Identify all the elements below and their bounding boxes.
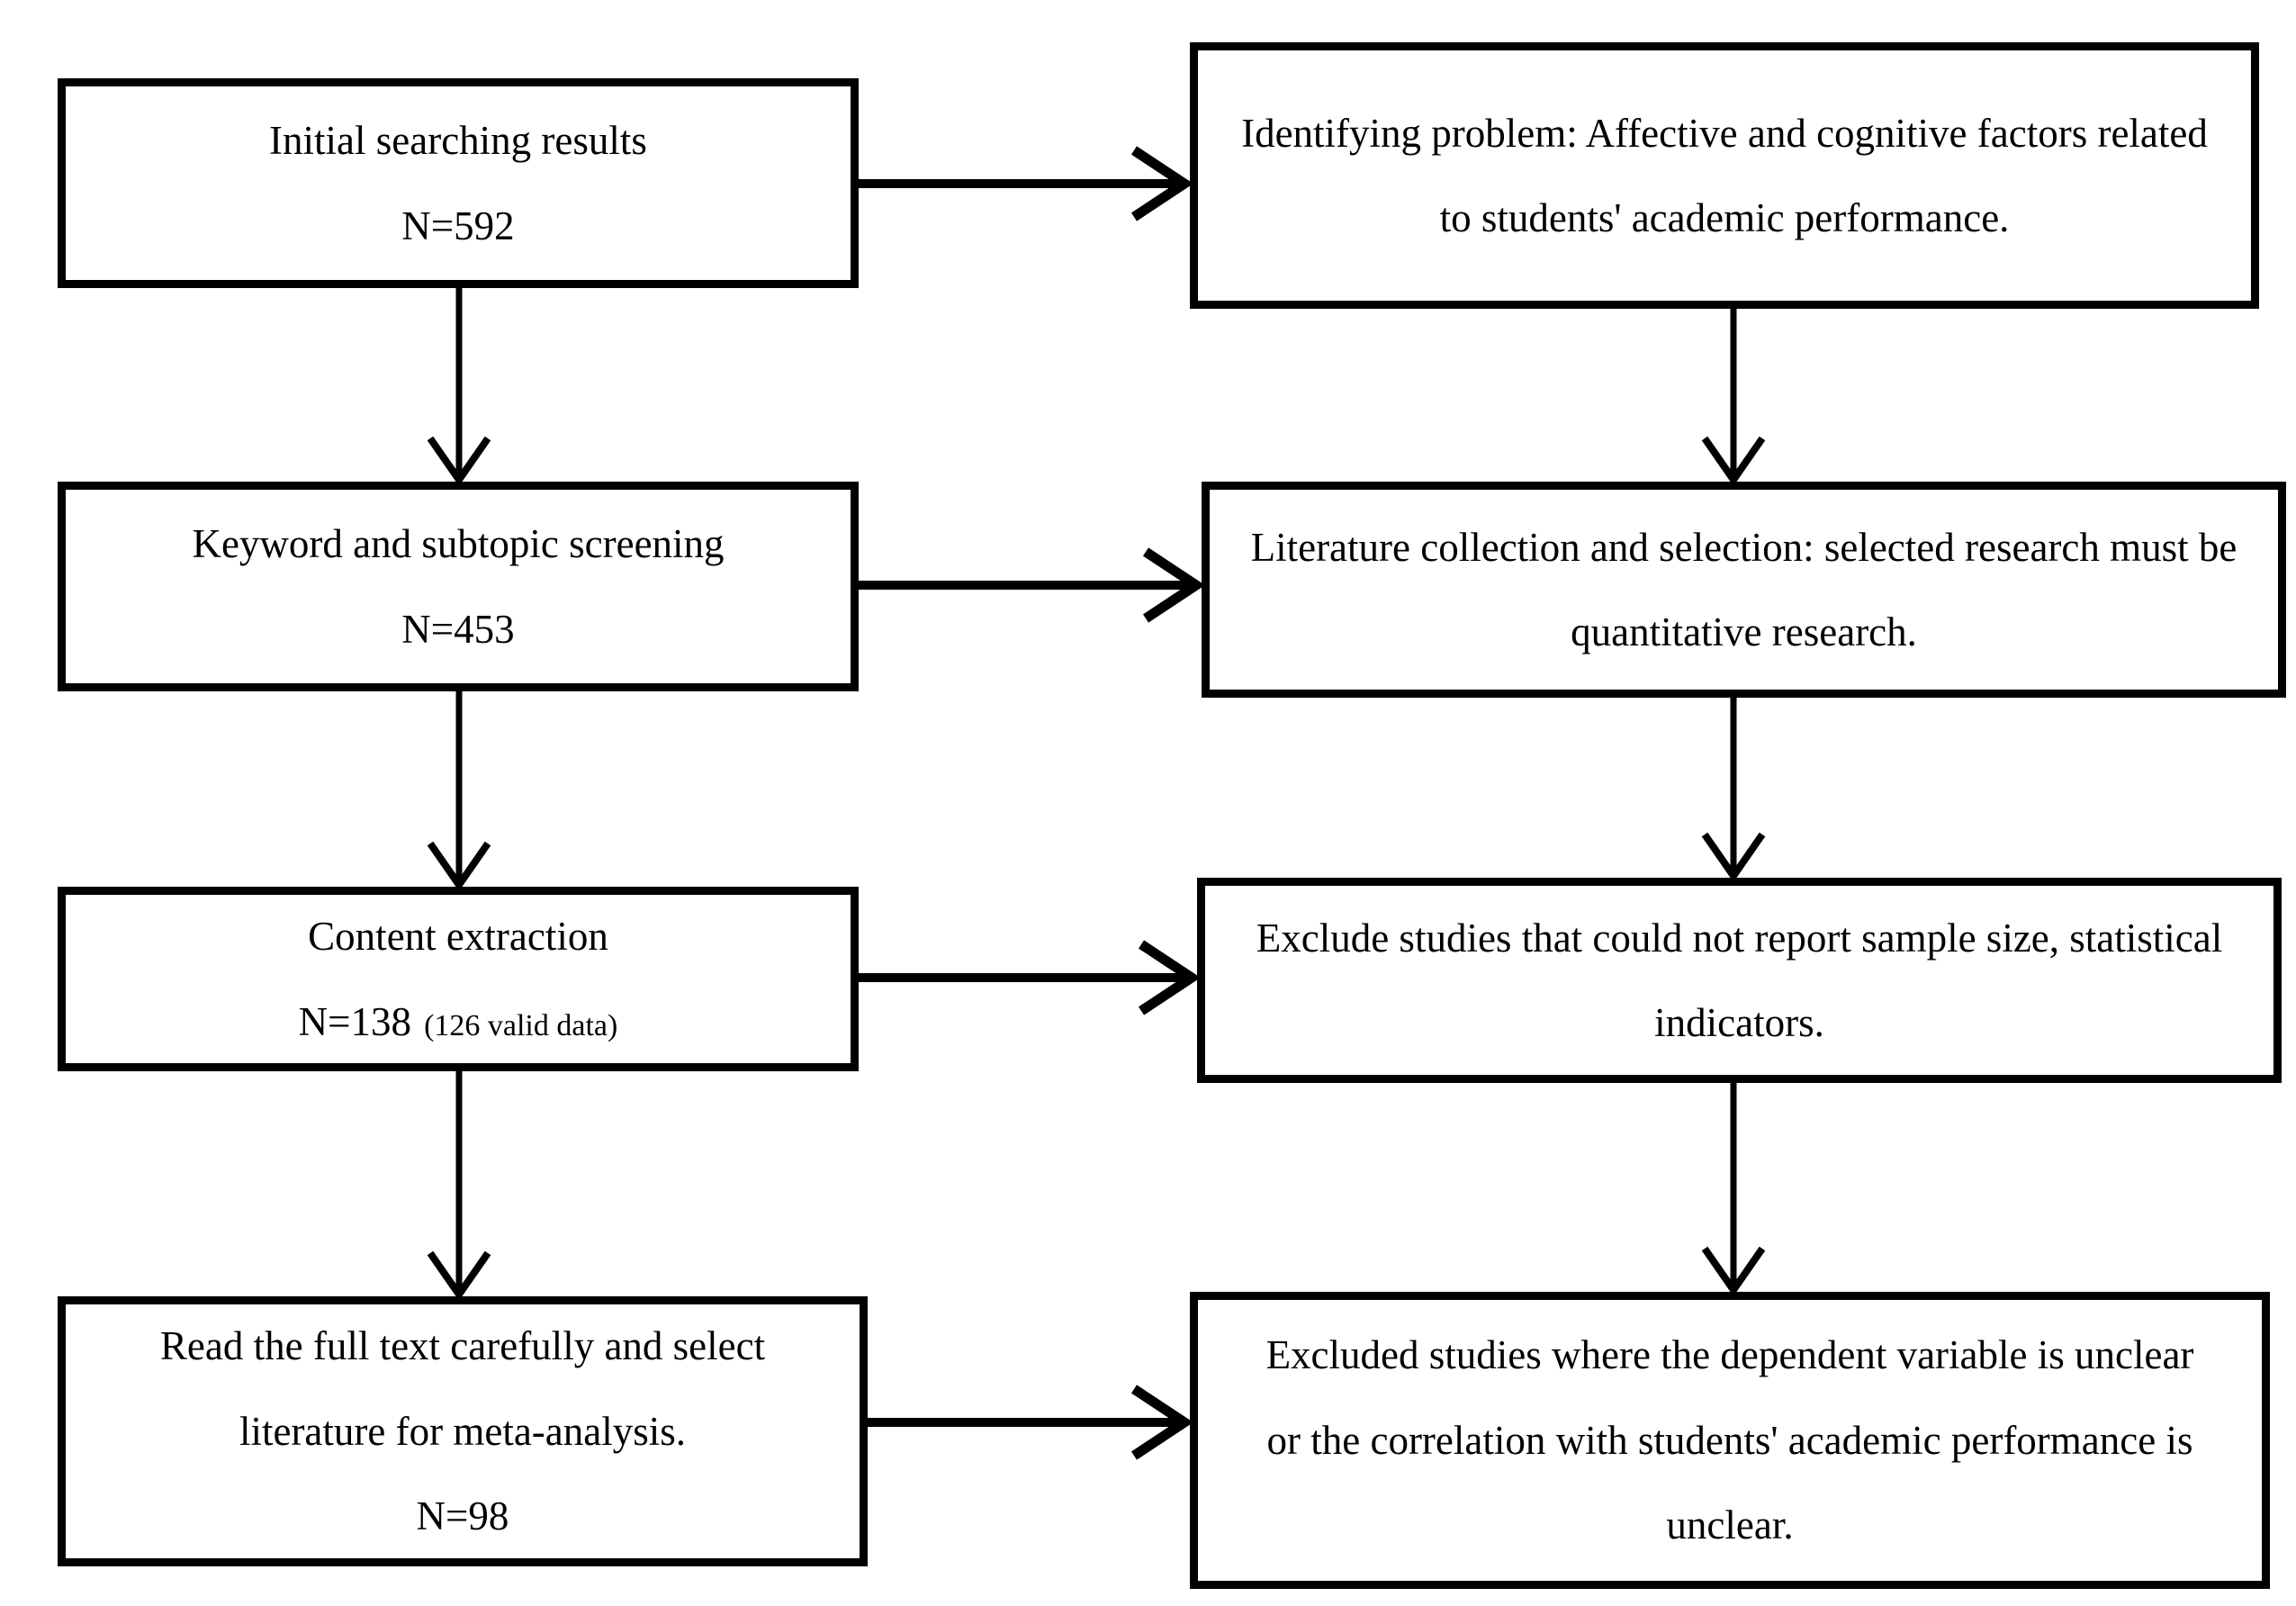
box-content-extraction-count: N=138 (126 valid data) <box>299 979 618 1065</box>
arrow-content-extraction-to-full-text-reading <box>427 1071 491 1302</box>
box-full-text-reading: Read the full text carefully and select … <box>58 1296 868 1566</box>
box-literature-collection-text: Literature collection and selection: sel… <box>1250 524 2237 655</box>
box-initial-search-count: N=592 <box>401 203 515 248</box>
box-exclude-no-stats-text: Exclude studies that could not report sa… <box>1256 915 2223 1046</box>
box-keyword-screening-title: Keyword and subtopic screening <box>192 521 725 566</box>
arrow-keyword-screening-to-content-extraction <box>427 691 491 892</box>
box-full-text-reading-title: Read the full text carefully and select … <box>159 1323 766 1454</box>
box-literature-collection: Literature collection and selection: sel… <box>1202 482 2286 698</box>
arrow-initial-search-to-identify-problem <box>859 146 1193 221</box>
arrow-identify-problem-to-literature-collection <box>1701 309 1766 487</box>
box-content-extraction: Content extraction N=138 (126 valid data) <box>58 887 859 1071</box>
arrow-full-text-reading-to-exclude-unclear <box>868 1385 1193 1460</box>
arrow-keyword-screening-to-literature-collection <box>859 547 1205 623</box>
box-identify-problem-text: Identifying problem: Affective and cogni… <box>1241 110 2208 241</box>
box-exclude-unclear-text: Excluded studies where the dependent var… <box>1265 1332 2194 1548</box>
box-initial-search-title: Initial searching results <box>269 118 647 163</box>
arrow-initial-search-to-keyword-screening <box>427 288 491 487</box>
count-value: N=138 <box>298 998 412 1044</box>
count-note: (126 valid data) <box>424 1008 618 1042</box>
box-exclude-unclear: Excluded studies where the dependent var… <box>1190 1292 2270 1589</box>
box-content-extraction-title: Content extraction <box>308 914 608 959</box>
arrow-content-extraction-to-exclude-no-stats <box>859 940 1201 1015</box>
box-keyword-screening-count: N=453 <box>401 606 515 652</box>
arrow-exclude-no-stats-to-exclude-unclear <box>1701 1083 1766 1297</box>
box-full-text-reading-count: N=98 <box>416 1493 509 1539</box>
box-exclude-no-stats: Exclude studies that could not report sa… <box>1197 878 2282 1083</box>
box-identify-problem: Identifying problem: Affective and cogni… <box>1190 42 2259 309</box>
arrow-literature-collection-to-exclude-no-stats <box>1701 698 1766 883</box>
box-initial-search: Initial searching results N=592 <box>58 78 859 288</box>
box-keyword-screening: Keyword and subtopic screening N=453 <box>58 482 859 691</box>
